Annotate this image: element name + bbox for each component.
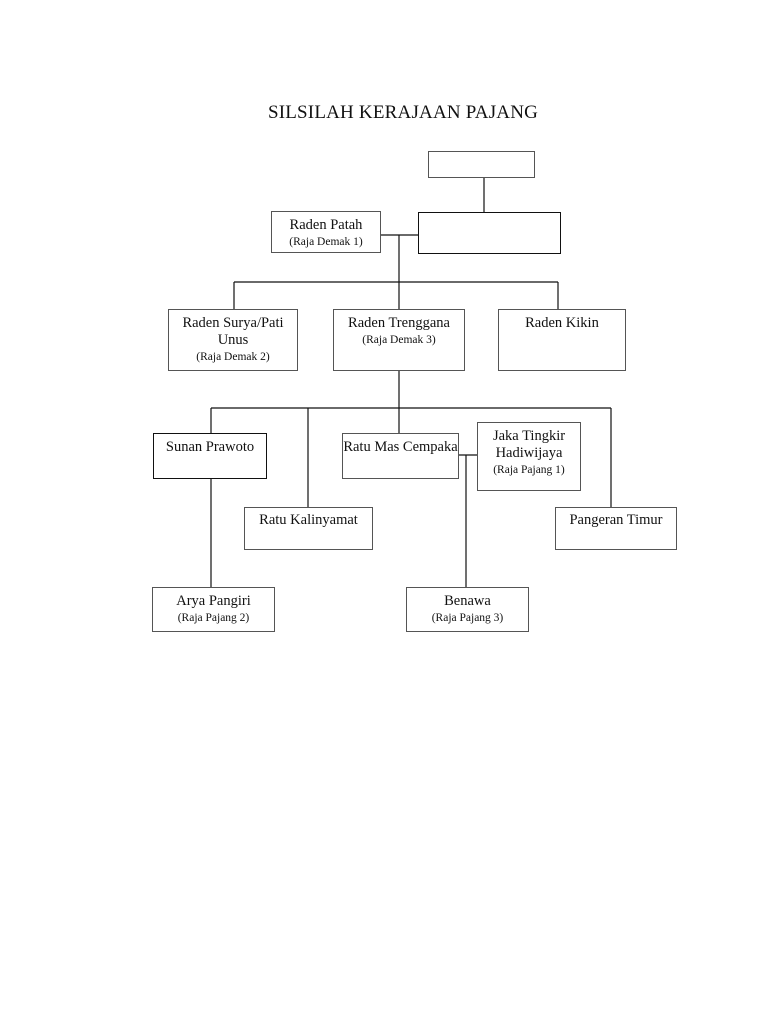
node-title: (Raja Demak 1): [289, 236, 363, 248]
node-name: Raden Kikin: [525, 315, 599, 331]
node-title: (Raja Pajang 1): [493, 464, 565, 476]
node-sunan-prawoto: Sunan Prawoto: [153, 433, 267, 479]
node-title: (Raja Pajang 3): [431, 612, 504, 624]
node-jaka-tingkir: Jaka Tingkir Hadiwijaya (Raja Pajang 1): [477, 422, 581, 491]
diagram-title: SILSILAH KERAJAAN PAJANG: [267, 102, 539, 123]
node-name: Jaka Tingkir Hadiwijaya: [492, 428, 566, 461]
node-raden-patah: Raden Patah (Raja Demak 1): [271, 211, 381, 253]
node-name: Pangeran Timur: [569, 512, 663, 528]
node-title: (Raja Pajang 2): [177, 612, 250, 624]
node-name: Raden Surya/Pati Unus: [182, 315, 284, 348]
node-top-empty: [428, 151, 535, 178]
node-raden-surya: Raden Surya/Pati Unus (Raja Demak 2): [168, 309, 298, 371]
node-name: Ratu Mas Cempaka: [343, 439, 458, 455]
node-ratu-kalinyamat: Ratu Kalinyamat: [244, 507, 373, 550]
node-name: Sunan Prawoto: [165, 439, 255, 455]
node-arya-pangiri: Arya Pangiri (Raja Pajang 2): [152, 587, 275, 632]
node-ratu-mas-cempaka: Ratu Mas Cempaka: [342, 433, 459, 479]
node-title: (Raja Demak 3): [362, 334, 436, 346]
node-raden-kikin: Raden Kikin: [498, 309, 626, 371]
node-pangeran-timur: Pangeran Timur: [555, 507, 677, 550]
node-name: Ratu Kalinyamat: [259, 512, 358, 528]
node-name: Benawa: [444, 593, 491, 609]
node-raden-trenggana: Raden Trenggana (Raja Demak 3): [333, 309, 465, 371]
node-name: Arya Pangiri: [176, 593, 251, 609]
node-benawa: Benawa (Raja Pajang 3): [406, 587, 529, 632]
node-title: (Raja Demak 2): [196, 351, 270, 363]
node-name: Raden Trenggana: [348, 315, 450, 331]
node-name: Raden Patah: [289, 217, 363, 233]
node-right-empty: [418, 212, 561, 254]
